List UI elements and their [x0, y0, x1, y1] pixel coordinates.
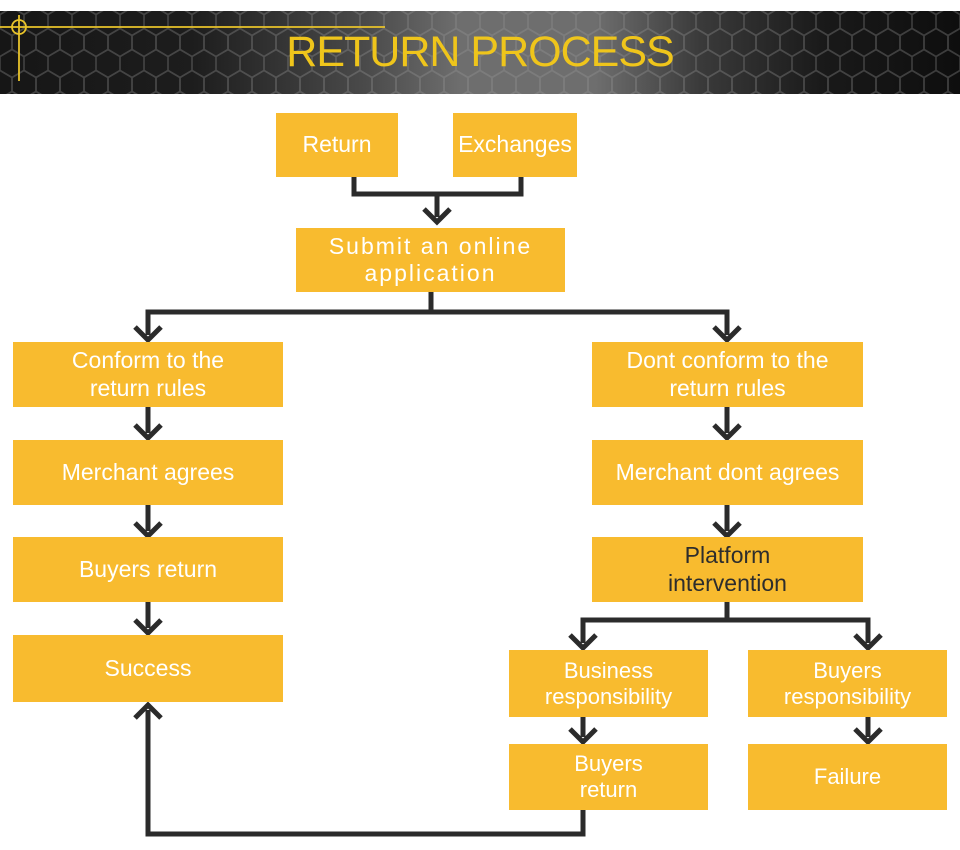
node-failure: Failure [748, 744, 947, 810]
header-banner: RETURN PROCESS [0, 11, 960, 94]
crosshair-ornament [0, 15, 385, 81]
connector-merchant-agrees-to-buyers-return [133, 505, 163, 540]
node-buyers-return-2: Buyers return [509, 744, 708, 810]
node-success: Success [13, 635, 283, 702]
node-buyers-responsibility: Buyers responsibility [748, 650, 947, 717]
hex-mesh-pattern [0, 11, 960, 94]
connector-buyers-return-to-success [133, 602, 163, 637]
connector-business-to-buyers-return2 [568, 717, 598, 746]
node-return: Return [276, 113, 398, 177]
node-submit-application: Submit an online application [296, 228, 565, 292]
node-merchant-agrees: Merchant agrees [13, 440, 283, 505]
page-title: RETURN PROCESS [286, 28, 674, 76]
node-dont-conform-rules: Dont conform to the return rules [592, 342, 863, 407]
node-conform-rules: Conform to the return rules [13, 342, 283, 407]
node-business-responsibility: Business responsibility [509, 650, 708, 717]
connector-conform-to-merchant-agrees [133, 407, 163, 442]
connector-dontconform-to-merchant-dont [712, 407, 742, 442]
connector-merchant-dont-to-platform [712, 505, 742, 540]
node-platform-intervention: Platform intervention [592, 537, 863, 602]
node-exchanges: Exchanges [453, 113, 577, 177]
connector-platform-branch [568, 602, 883, 652]
node-buyers-return: Buyers return [13, 537, 283, 602]
connector-submit-branch [133, 292, 742, 344]
connector-buyersresp-to-failure [853, 717, 883, 746]
node-merchant-dont-agrees: Merchant dont agrees [592, 440, 863, 505]
connector-return-exchanges-to-submit [351, 177, 524, 226]
